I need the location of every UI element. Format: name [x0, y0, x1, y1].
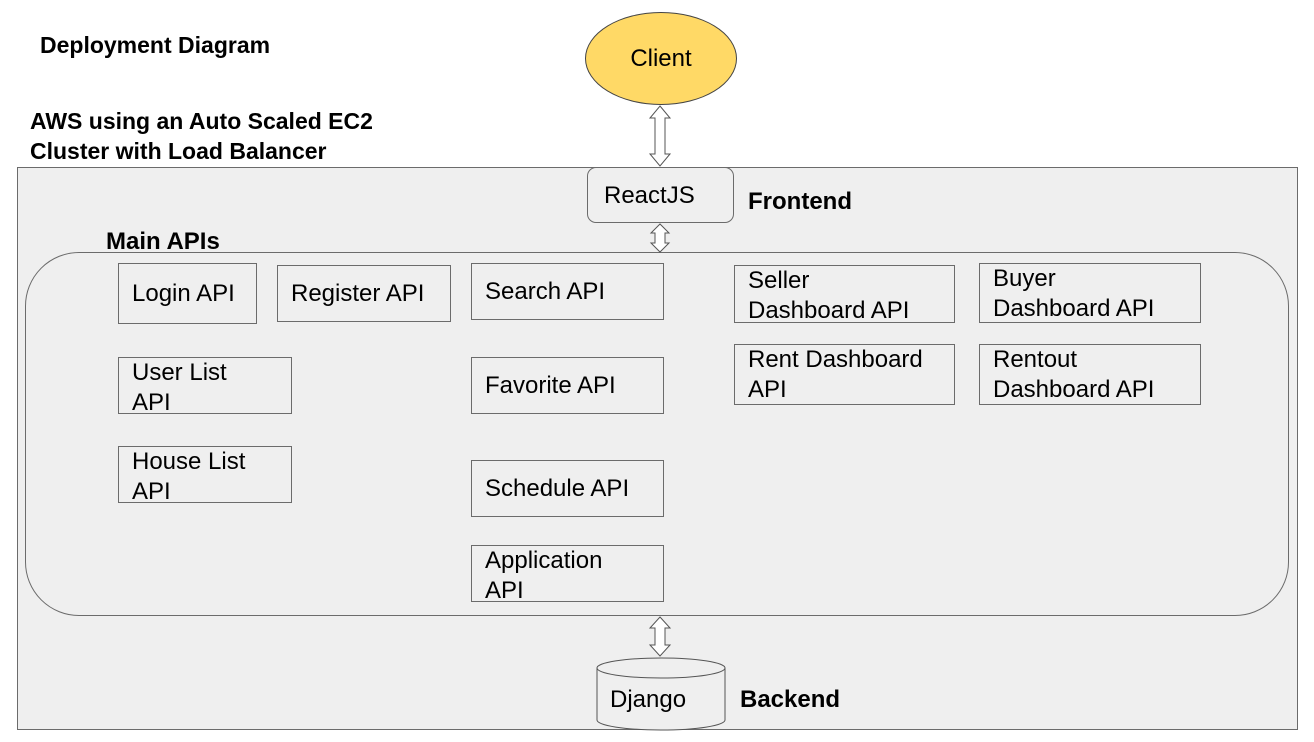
user-list-api-box: User List API: [118, 357, 292, 416]
login-api-box: Login API: [118, 263, 257, 324]
favorite-api-box: Favorite API: [471, 357, 664, 414]
house-list-line2: API: [132, 478, 171, 505]
buyer-dashboard-line2: Dashboard API: [993, 295, 1155, 322]
register-api-box: Register API: [277, 265, 451, 322]
rentout-dashboard-api-box: Rentout Dashboard API: [979, 344, 1201, 405]
search-api-label: Search API: [485, 277, 606, 305]
user-list-line2: API: [132, 389, 171, 416]
frontend-label: Frontend: [748, 188, 852, 215]
client-label: Client: [630, 44, 692, 72]
application-line1: Application: [485, 547, 603, 574]
rentout-dashboard-line2: Dashboard API: [993, 376, 1155, 403]
house-list-line1: House List: [132, 448, 246, 475]
aws-label-line1: AWS using an Auto Scaled EC2: [30, 108, 373, 134]
main-apis-label: Main APIs: [106, 228, 220, 255]
seller-dashboard-api-box: Seller Dashboard API: [734, 265, 955, 324]
user-list-line1: User List: [132, 359, 227, 386]
aws-label-line2: Cluster with Load Balancer: [30, 138, 327, 164]
seller-dashboard-line1: Seller: [748, 267, 810, 294]
application-api-box: Application API: [471, 545, 664, 604]
rentout-dashboard-line1: Rentout: [993, 346, 1078, 373]
reactjs-label: ReactJS: [604, 182, 695, 209]
client-react-connector: [648, 105, 672, 167]
client-node: Client: [585, 12, 737, 105]
register-api-label: Register API: [291, 279, 425, 307]
rent-dashboard-api-box: Rent Dashboard API: [734, 344, 955, 405]
django-database-icon: [596, 657, 726, 731]
backend-label: Backend: [740, 686, 841, 713]
reactjs-node: ReactJS: [587, 167, 734, 223]
seller-dashboard-line2: Dashboard API: [748, 297, 910, 324]
schedule-api-box: Schedule API: [471, 460, 664, 517]
apis-django-connector: [648, 616, 672, 657]
react-apis-connector: [649, 223, 671, 253]
buyer-dashboard-line1: Buyer: [993, 265, 1056, 292]
application-line2: API: [485, 577, 524, 604]
favorite-api-label: Favorite API: [485, 371, 616, 399]
rent-dashboard-line1: Rent Dashboard: [748, 346, 923, 373]
house-list-api-box: House List API: [118, 446, 292, 505]
django-label: Django: [610, 686, 687, 713]
diagram-title: Deployment Diagram: [40, 32, 271, 58]
rent-dashboard-line2: API: [748, 376, 787, 403]
buyer-dashboard-api-box: Buyer Dashboard API: [979, 263, 1201, 323]
schedule-api-label: Schedule API: [485, 474, 630, 502]
search-api-box: Search API: [471, 263, 664, 320]
login-api-label: Login API: [132, 279, 235, 307]
